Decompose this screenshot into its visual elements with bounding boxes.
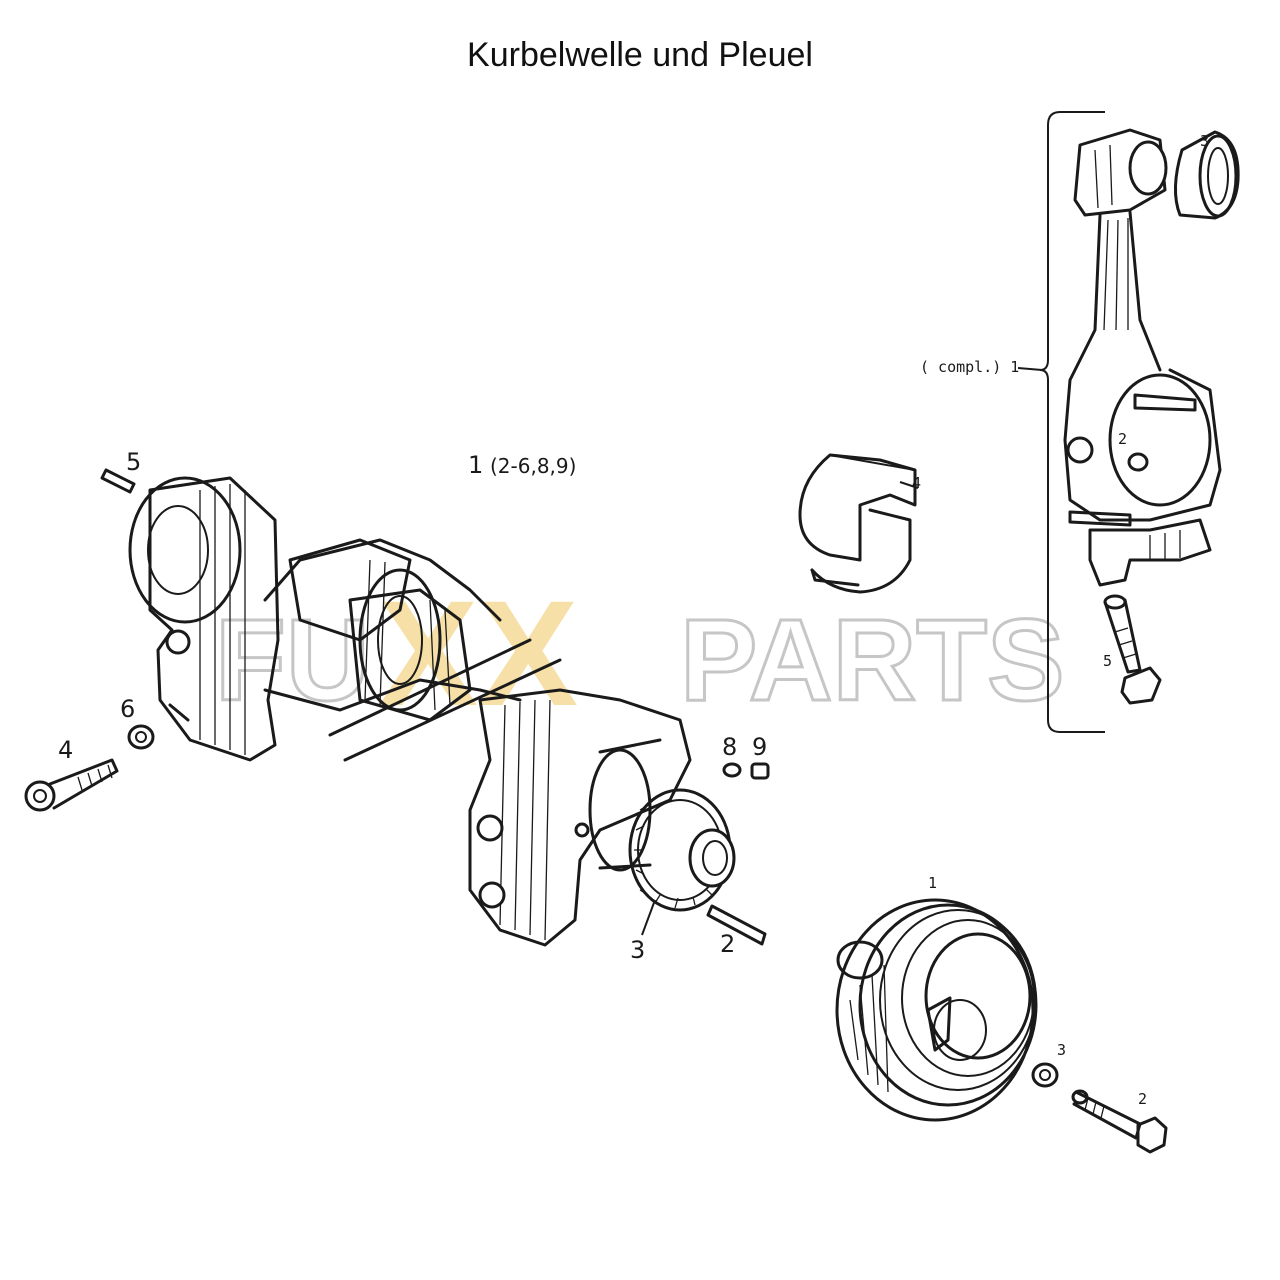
crank-washer-6 [127,724,155,750]
label-item-9: 9 [752,733,767,761]
leader-gear [641,899,656,936]
label-pulley-washer: 3 [1057,1041,1066,1059]
watermark-text-right: PARTS [680,595,1065,725]
label-conrod-bolt: 5 [1103,652,1112,670]
pulley-bolt-2 [1071,1089,1168,1154]
crank-item-8 [722,762,742,778]
label-pulley: 1 [928,874,937,892]
label-gear: 3 [630,936,645,964]
watermark-text-left: FU [215,595,370,725]
crank-bolt-4 [24,758,119,812]
conrod-bolt-5 [1103,594,1162,705]
crank-item-9 [750,762,770,780]
label-conrod-bushing: 3 [1200,132,1209,150]
watermark: FU XX PARTS [214,569,1067,737]
gear-pin-2 [706,904,767,946]
label-assembly-range: (2-6,8,9) [490,454,576,478]
watermark-xx: XX [378,569,578,737]
bearing-shell-4 [798,453,919,594]
pulley [835,898,1038,1122]
conrod-bushing-3 [1173,130,1240,220]
page-title: Kurbelwelle und Pleuel [467,36,813,74]
label-bearing-shell: 4 [912,474,921,492]
label-pulley-bolt: 2 [1138,1090,1147,1108]
label-gear-pin: 2 [720,930,735,958]
label-item-8: 8 [722,733,737,761]
pulley-washer-3 [1031,1062,1059,1088]
label-crank-pin: 5 [126,448,141,476]
crankshaft-gear [628,788,736,912]
label-conrod-nut: 2 [1118,430,1127,448]
crankshaft [128,476,692,947]
label-conrod-compl: ( compl.) 1 [920,358,1019,376]
crank-pin-5 [100,468,136,494]
connecting-rod [1063,128,1222,587]
label-crank-bolt: 4 [58,736,73,764]
label-crank-washer: 6 [120,695,135,723]
label-assembly-number: 1 [468,451,483,479]
